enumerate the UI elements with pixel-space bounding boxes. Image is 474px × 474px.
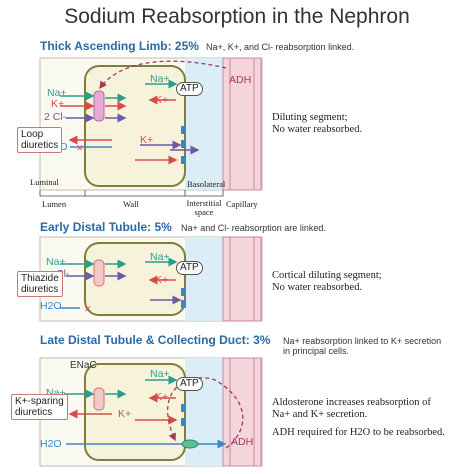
capillary-bg (222, 57, 262, 191)
interstitial-bg (185, 58, 223, 190)
s2-na-pump-label: Na+ (150, 251, 170, 263)
s1-side-line2: No water reabsorbed. (272, 124, 363, 135)
svg-text:✕: ✕ (84, 304, 92, 314)
ksparing-line1: K+-sparing (15, 396, 64, 407)
label-interstitial-line2: space (194, 207, 214, 217)
s2-side-line1: Cortical diluting segment; (272, 270, 382, 281)
s1-adh-label: ADH (229, 74, 252, 86)
s2-water-label: H2O (40, 300, 62, 312)
ksparing-line2: diuretics (15, 407, 53, 418)
label-lumen: Lumen (42, 199, 67, 209)
label-interstitial: Interstitial space (180, 199, 228, 217)
s1-side-line1: Diluting segment; (272, 112, 348, 123)
section1-note: Na+, K+, and Cl- reabsorption linked. (206, 42, 355, 52)
label-basolateral: Basolateral (187, 179, 226, 189)
section2-heading: Early Distal Tubule: 5% (40, 220, 172, 234)
page-title: Sodium Reabsorption in the Nephron (64, 5, 410, 28)
s2-na-cotrans-label: Na+ (46, 256, 66, 268)
section3-note: Na+ reabsorption linked to K+ secretion … (283, 336, 441, 356)
section1-side-note: Diluting segment; No water reabsorbed. (272, 112, 362, 136)
k-sparing-diuretics-label: K+-sparing diuretics (11, 394, 68, 420)
s3-k-pump-label: K+ (155, 391, 169, 403)
s2-side-line2: No water reabsorbed. (272, 282, 363, 293)
thiazide-line2: diuretics (21, 284, 59, 295)
svg-text:✕: ✕ (76, 143, 84, 153)
s3-atp-pump: ATP (176, 377, 203, 391)
s3-side-line2: Na+ and K+ secretion. (272, 409, 368, 420)
enac-label: ENaC (70, 360, 97, 371)
nkcc-transporter (93, 90, 105, 122)
section3-graphic (39, 357, 263, 467)
s3-na-pump-label: Na+ (150, 368, 170, 380)
s1-k-mid-label: K+ (140, 134, 154, 146)
s3-adh-label: ADH (231, 436, 254, 448)
s3-side-line1: Aldosterone increases reabsorption of (272, 397, 431, 408)
section3-heading: Late Distal Tubule & Collecting Duct: 3% (40, 333, 271, 347)
thiazide-line1: Thiazide (21, 273, 59, 284)
section2-side-note: Cortical diluting segment; No water reab… (272, 270, 382, 294)
section3-side-note: Aldosterone increases reabsorption of Na… (272, 397, 431, 421)
s1-cl-cotrans-label: 2 Cl- (44, 111, 67, 123)
s1-na-pump-label: Na+ (150, 73, 170, 85)
thiazide-diuretics-label: Thiazide diuretics (17, 271, 63, 297)
section3-side-note-2: ADH required for H2O to be reabsorbed. (272, 427, 445, 438)
s3-note-line1: Na+ reabsorption linked to K+ secretion (283, 336, 442, 346)
label-wall: Wall (123, 199, 139, 209)
s1-na-cotrans-label: Na+ (47, 87, 67, 99)
loop-diuretics-line2: diuretics (21, 140, 59, 151)
s3-water-label: H2O (40, 438, 62, 450)
s1-k-pump-label: K+ (155, 94, 169, 106)
section2-graphic: ✕ (39, 236, 263, 322)
label-luminal: Luminal (30, 177, 59, 187)
s1-k-cotrans-label: K+ (51, 98, 65, 110)
loop-diuretics-label: Loop diuretics (17, 127, 63, 153)
label-interstitial-line1: Interstitial (186, 198, 222, 208)
s2-k-pump-label: K+ (155, 274, 169, 286)
s3-k-sec-label: K+ (118, 408, 132, 420)
section2-note: Na+ and Cl- reabsorption are linked. (181, 223, 326, 233)
loop-diuretics-line1: Loop (21, 129, 44, 140)
section1-graphic: ✕ (39, 57, 263, 197)
s2-atp-pump: ATP (176, 261, 203, 275)
section1-heading: Thick Ascending Limb: 25% (40, 39, 199, 53)
s1-atp-pump: ATP (176, 82, 203, 96)
s3-note-line2: in principal cells. (283, 346, 350, 356)
label-capillary: Capillary (226, 199, 258, 209)
